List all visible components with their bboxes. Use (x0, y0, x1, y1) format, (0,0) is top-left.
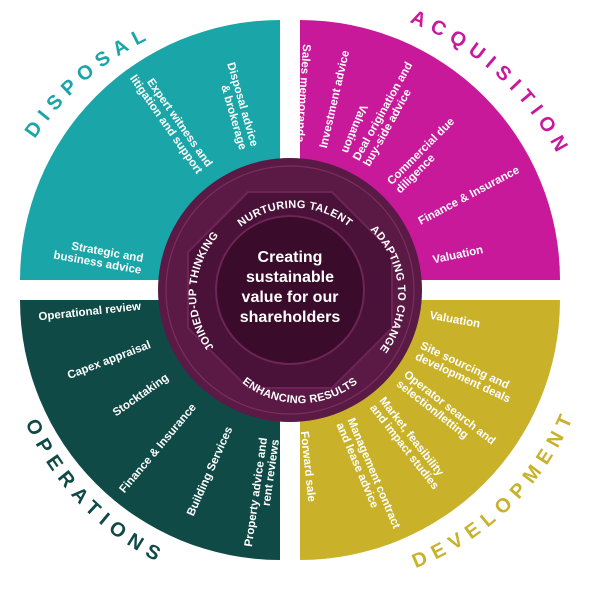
center-disc (215, 215, 365, 365)
center-line-2: sustainable (246, 269, 334, 286)
center-line-4: shareholders (240, 309, 341, 326)
center-line-3: value for our (242, 289, 339, 306)
ring-divider (165, 165, 415, 415)
center-line-1: Creating (258, 249, 323, 266)
